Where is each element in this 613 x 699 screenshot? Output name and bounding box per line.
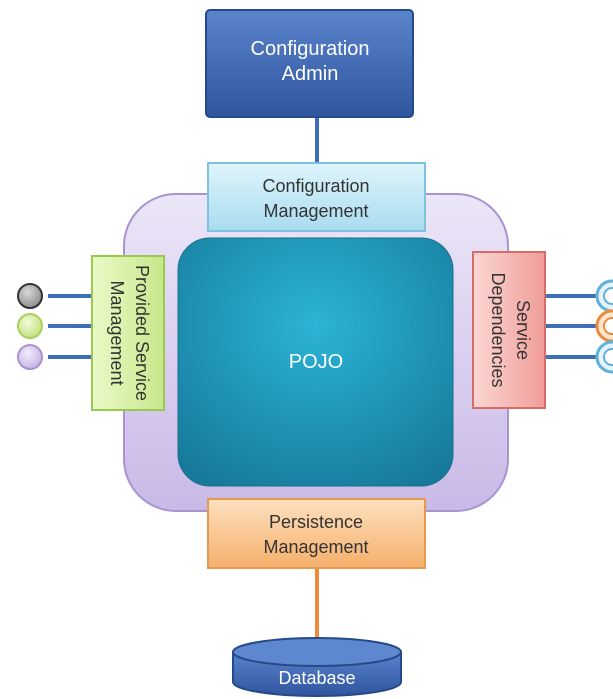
service-dependencies-box [472,251,546,409]
persistence-management-line1: Persistence [269,512,363,532]
database-cylinder [232,637,402,697]
required-port-blue-2-icon [595,340,613,374]
service-dependencies-line2: Dependencies [488,272,508,387]
configuration-admin-line1: Configuration [251,38,370,60]
configuration-admin-line2: Admin [282,63,339,85]
configuration-management-box [207,162,426,232]
pojo-box [177,237,454,487]
configuration-management-line1: Configuration [262,176,369,196]
provided-service-line1: Provided Service [132,265,152,401]
pojo-label: POJO [289,351,343,373]
required-port-orange-icon [595,309,613,343]
required-port-blue-icon [595,279,613,313]
provided-service-line2: Management [107,280,127,385]
provided-port-grey-icon [17,283,43,309]
persistence-management-box [207,498,426,569]
configuration-management-line2: Management [263,201,368,221]
provided-port-purple-icon [17,344,43,370]
provided-port-green-icon [17,313,43,339]
persistence-management-line2: Management [263,537,368,557]
provided-service-management-box [91,255,165,411]
configuration-admin-box [205,9,414,118]
service-dependencies-line1: Service [513,300,533,360]
database-label: Database [278,668,355,688]
